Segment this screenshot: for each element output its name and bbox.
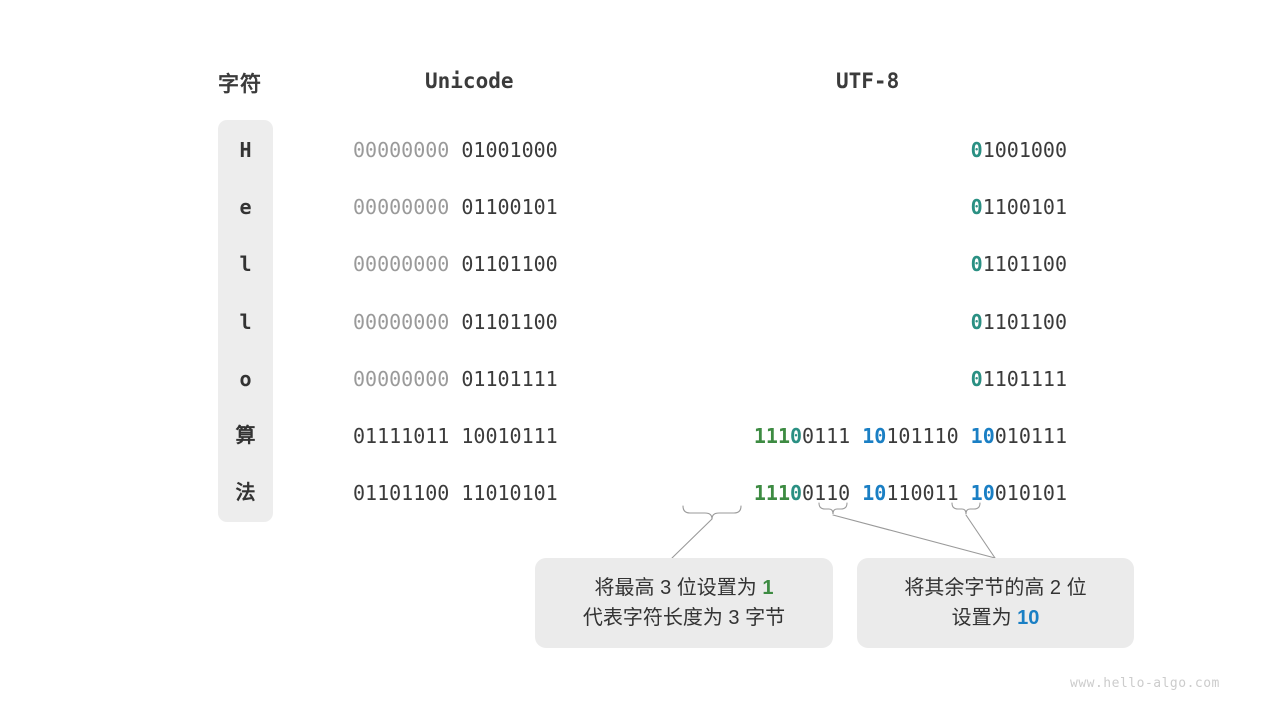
unicode-bits: 00000000 01101100: [353, 252, 558, 277]
watermark: www.hello-algo.com: [1070, 676, 1220, 691]
utf8-bits: 11100110 10110011 10010101: [753, 481, 1067, 506]
character-cell: H: [239, 138, 252, 162]
unicode-bits: 00000000 01101111: [353, 366, 558, 391]
unicode-bits: 00000000 01101100: [353, 309, 558, 334]
annotation-line: 代表字符长度为 3 字节: [582, 607, 786, 629]
utf8-bits: 01001000: [970, 138, 1067, 162]
utf8-bits: 01101111: [970, 366, 1067, 391]
unicode-bits: 01111011 10010111: [353, 424, 558, 448]
utf8-bits: 01101100: [970, 252, 1067, 277]
utf8-bits: 01101100: [970, 309, 1067, 334]
annotation-box-length-prefix: 将最高 3 位设置为 1 代表字符长度为 3 字节: [535, 558, 833, 648]
column-header-utf8: UTF-8: [836, 69, 900, 93]
utf8-bits: 11100111 10101110 10010111: [753, 424, 1067, 448]
character-cell: 算: [235, 425, 256, 447]
annotation-line: 设置为 10: [951, 607, 1040, 629]
character-column-pill: [218, 120, 273, 522]
column-header-character: 字符: [218, 73, 262, 96]
character-cell: 法: [235, 482, 256, 505]
utf8-bits: 01100101: [970, 195, 1067, 220]
unicode-bits: 00000000 01100101: [353, 195, 558, 220]
unicode-bits: 01101100 11010101: [353, 481, 558, 506]
character-cell: e: [239, 195, 252, 220]
annotation-box-continuation-prefix: 将其余字节的高 2 位设置为 10: [857, 558, 1134, 648]
column-header-unicode: Unicode: [425, 69, 514, 93]
character-cell: o: [239, 366, 252, 391]
annotation-line: 将最高 3 位设置为 1: [594, 577, 774, 599]
unicode-bits: 00000000 01001000: [353, 138, 558, 162]
character-cell: l: [239, 252, 252, 277]
annotation-line: 将其余字节的高 2 位: [904, 577, 1087, 599]
character-cell: l: [239, 309, 252, 334]
